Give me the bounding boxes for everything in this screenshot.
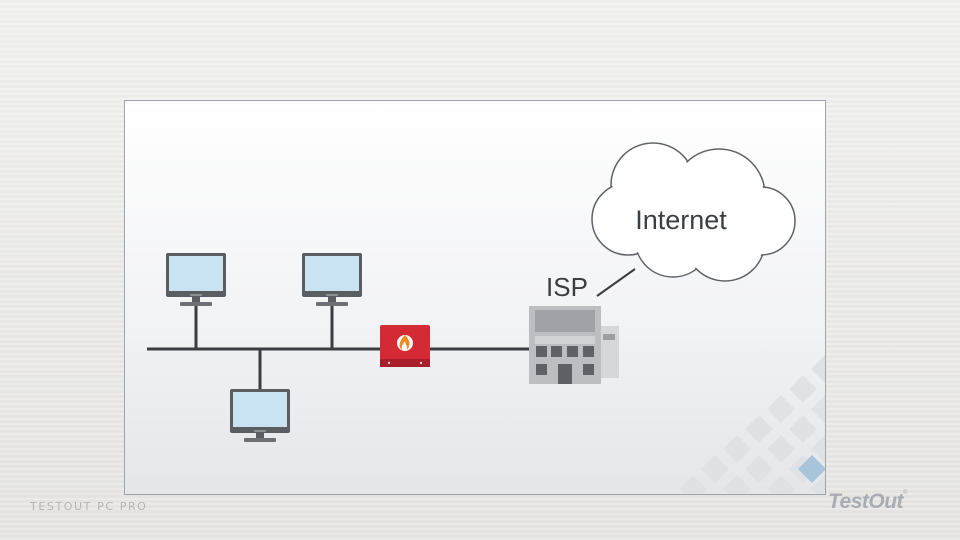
internet-label: Internet [635,205,727,235]
trademark-icon: ® [903,490,907,496]
pattern-accent-diamond [798,455,825,483]
computer-icon [230,389,290,442]
diamond-pattern [679,355,825,494]
brand-logo-text: TestOut [828,490,904,513]
firewall-icon [380,325,430,367]
network-diagram-panel: Internet ISP [124,100,826,495]
cloud-icon [591,142,796,282]
course-label: TESTOUT PC PRO [30,500,148,513]
building-icon [529,306,619,384]
brand-logo: TestOut® [828,490,907,514]
computer-icon [166,253,226,306]
isp-label: ISP [546,272,588,302]
computer-icon [302,253,362,306]
